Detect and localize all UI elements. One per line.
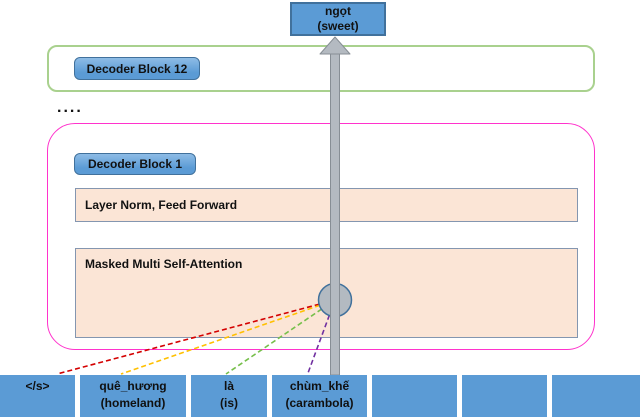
- output-token-word: ngọt: [325, 4, 351, 18]
- masked-multi-self-attention-box: Masked Multi Self-Attention: [75, 248, 578, 338]
- layer-norm-label: Layer Norm, Feed Forward: [85, 198, 238, 212]
- token-word: chùm_khế: [289, 379, 350, 393]
- output-token-gloss: (sweet): [317, 19, 359, 33]
- token-cell: [372, 375, 457, 417]
- token-cell: </s>: [0, 375, 75, 417]
- attention-label: Masked Multi Self-Attention: [85, 257, 243, 271]
- token-cell: quê_hương (homeland): [80, 375, 186, 417]
- token-cell: [462, 375, 547, 417]
- decoder-block-1-label: Decoder Block 1: [74, 153, 196, 175]
- token-gloss: (carambola): [285, 395, 354, 410]
- token-word: quê_hương: [99, 379, 167, 393]
- layer-norm-feed-forward-box: Layer Norm, Feed Forward: [75, 188, 578, 222]
- token-gloss: (homeland): [100, 395, 166, 410]
- decoder-block-12-label: Decoder Block 12: [74, 57, 200, 80]
- token-gloss: (is): [220, 395, 238, 410]
- token-word: </s>: [25, 379, 50, 393]
- output-token-box: ngọt (sweet): [290, 2, 386, 36]
- token-row: </s> quê_hương (homeland) là (is) chùm_k…: [0, 375, 640, 417]
- token-cell: [552, 375, 640, 417]
- token-cell: là (is): [191, 375, 267, 417]
- token-cell: chùm_khế (carambola): [272, 375, 367, 417]
- ellipsis-dots: ....: [57, 99, 83, 116]
- token-word: là: [223, 379, 234, 393]
